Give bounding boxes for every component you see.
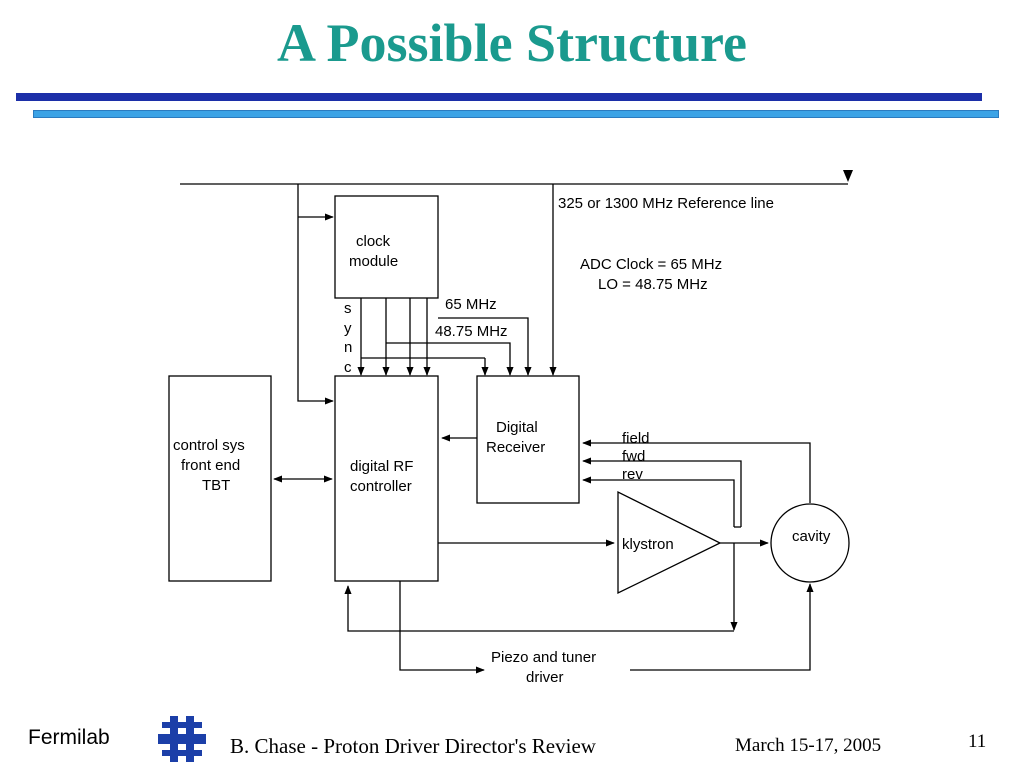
reference-line-arrow bbox=[843, 170, 853, 182]
slide-title: A Possible Structure bbox=[277, 13, 747, 73]
freq-65-label: 65 MHz bbox=[445, 296, 497, 313]
signal-fwd: fwd bbox=[622, 448, 645, 465]
rev-line bbox=[582, 476, 735, 527]
control-sys-label-1: control sys bbox=[173, 437, 245, 454]
sync-letter-y: y bbox=[344, 320, 352, 337]
clock-module-box bbox=[334, 195, 439, 299]
digital-receiver-label-1: Digital bbox=[496, 419, 538, 436]
control-sys-box bbox=[168, 375, 272, 582]
footer-page-number: 11 bbox=[968, 731, 987, 752]
controller-to-piezo bbox=[399, 581, 485, 674]
title-rule-dark bbox=[16, 93, 982, 101]
sync-letter-c: c bbox=[344, 359, 352, 376]
piezo-label-2: driver bbox=[526, 669, 564, 686]
signal-field: field bbox=[622, 430, 650, 447]
digital-rf-controller-box bbox=[334, 375, 439, 582]
fermilab-logo bbox=[158, 716, 206, 762]
digital-receiver-box bbox=[476, 375, 580, 504]
title-rule-light bbox=[33, 110, 999, 118]
lo-note: LO = 48.75 MHz bbox=[598, 276, 708, 293]
digital-rf-label-1: digital RF bbox=[350, 458, 413, 475]
sync-letter-n: n bbox=[344, 339, 352, 356]
footer-org: Fermilab bbox=[28, 726, 110, 749]
klystron-feedback-line bbox=[344, 585, 734, 632]
cavity-label: cavity bbox=[792, 528, 831, 545]
sync-letter-s: s bbox=[344, 300, 352, 317]
control-sys-label-3: TBT bbox=[202, 477, 230, 494]
piezo-label-1: Piezo and tuner bbox=[491, 649, 596, 666]
clock-module-label-1: clock bbox=[356, 233, 391, 250]
ref-to-controller-line bbox=[297, 184, 334, 405]
field-line bbox=[582, 439, 811, 503]
65mhz-line bbox=[438, 317, 532, 376]
digital-receiver-label-2: Receiver bbox=[486, 439, 545, 456]
signal-rev: rev bbox=[622, 466, 643, 483]
piezo-to-cavity bbox=[630, 583, 814, 671]
adc-clock-note: ADC Clock = 65 MHz bbox=[580, 256, 722, 273]
footer-author: B. Chase - Proton Driver Director's Revi… bbox=[230, 734, 596, 758]
klystron-label: klystron bbox=[622, 536, 674, 553]
4875mhz-line bbox=[386, 342, 514, 376]
digital-rf-label-2: controller bbox=[350, 478, 412, 495]
reference-line-label: 325 or 1300 MHz Reference line bbox=[558, 195, 774, 212]
cavity-circle bbox=[770, 503, 850, 583]
fwd-line bbox=[582, 457, 742, 527]
freq-4875-label: 48.75 MHz bbox=[435, 323, 508, 340]
klystron-amplifier bbox=[617, 490, 722, 595]
control-sys-label-2: front end bbox=[181, 457, 240, 474]
clock-module-label-2: module bbox=[349, 253, 398, 270]
footer-date: March 15-17, 2005 bbox=[735, 735, 882, 756]
